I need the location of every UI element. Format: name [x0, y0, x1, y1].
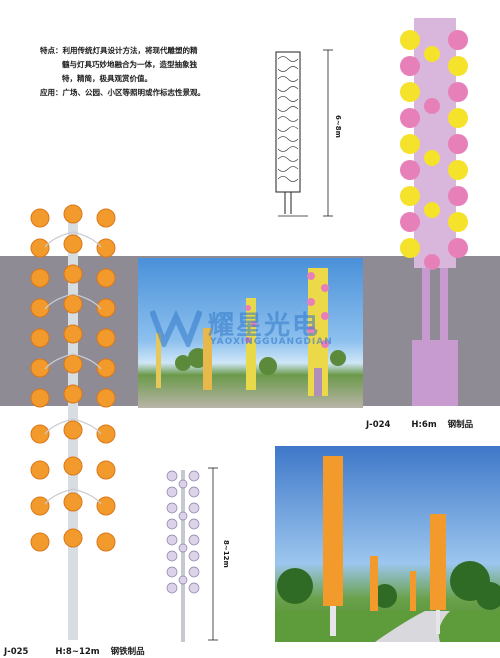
lilac-lamp-drawing [166, 470, 200, 642]
dimension-line-j025 [208, 467, 218, 641]
dimension-label-j025: 8~12m [222, 540, 230, 568]
feature-line-1: 利用传统灯具设计方法，将现代雕塑的精 [62, 46, 198, 55]
product-description: 特点：利用传统灯具设计方法，将现代雕塑的精 髓与灯具巧妙地融合为一体，造型抽象独… [40, 44, 280, 100]
feature-line-3: 特，精简，极具观赏价值。 [62, 74, 152, 83]
brand-logo-icon [150, 309, 202, 347]
wireframe-lamp-drawing [275, 49, 333, 217]
feature-label: 特点： [40, 46, 63, 55]
caption-j024: J-024 H:6m 钢制品 [366, 418, 473, 430]
yellow-pink-pillar-lamp [400, 18, 468, 406]
caption-j025: J-025 H:8~12m 钢铁制品 [4, 645, 145, 657]
product-material: 钢制品 [447, 420, 474, 430]
product-material: 钢铁制品 [110, 647, 145, 657]
application-text: 广场、公园、小区等照明或作标志性景观。 [62, 88, 206, 97]
product-code: J-025 [4, 647, 29, 657]
application-label: 应用： [40, 88, 63, 97]
dimension-label-j024: 6~8m [334, 115, 342, 138]
watermark: 耀星光电 YAOXINGGUANGDIAN [140, 305, 365, 351]
watermark-brand-cn: 耀星光电 [208, 311, 321, 341]
plaza-photo [138, 258, 363, 408]
orange-flower-lamp [30, 204, 116, 640]
product-height: H:6m [411, 420, 437, 430]
park-photo [275, 446, 500, 642]
product-code: J-024 [366, 420, 391, 430]
feature-line-2: 髓与灯具巧妙地融合为一体，造型抽象独 [62, 60, 197, 69]
product-height: H:8~12m [55, 647, 100, 657]
watermark-brand-en: YAOXINGGUANGDIAN [210, 337, 333, 347]
